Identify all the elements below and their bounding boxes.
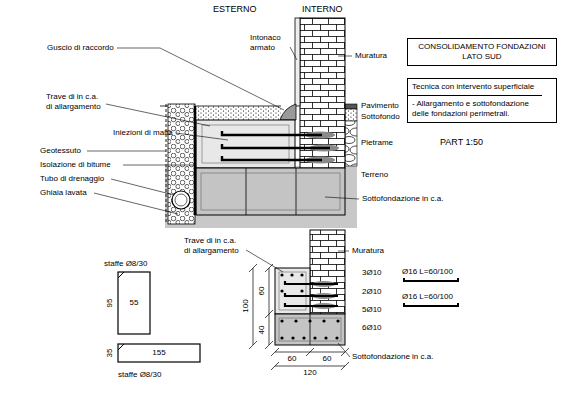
title-box: CONSOLIDAMENTO FONDAZIONI LATO SUD [407, 38, 557, 66]
floor-layer [345, 104, 357, 109]
rebar-dots [280, 273, 339, 339]
underpinning [275, 314, 345, 345]
part-label: Trave di in c.a. di allargamento [46, 92, 104, 112]
rebar-label: 5Ø10 [362, 305, 382, 315]
topsoil [195, 106, 281, 120]
leader-line [246, 250, 283, 272]
cove-fillet [280, 104, 296, 120]
part-label: Pietrame [361, 138, 393, 148]
underpinning-stirrup [201, 173, 340, 210]
dimension-label: 100 [241, 299, 251, 312]
box-heading: Tecnica con intervento superficiale [408, 79, 556, 95]
bar-symbol [404, 278, 458, 281]
part-label: Tubo di drenaggio [40, 174, 104, 184]
side-label: INTERNO [302, 4, 343, 15]
beam-stirrup [279, 272, 306, 310]
dimension-label: 60 [288, 354, 297, 364]
stirrup-label: staffe Ø8/30 [104, 259, 147, 269]
part-label: Terreno [361, 170, 388, 180]
underpinning-stirrup [279, 318, 341, 341]
stone-fill [345, 121, 357, 166]
stirrup-hook [118, 344, 124, 350]
part-label: Ghiaia lavata [40, 188, 87, 198]
stirrup-label: staffe Ø8/30 [118, 370, 161, 380]
leader-line [111, 179, 174, 195]
geotextile [166, 104, 167, 224]
part-label: Iniezioni di malta [113, 128, 173, 138]
leader-line [94, 193, 178, 214]
stirrup-shape [118, 344, 200, 362]
stirrup-shape [118, 272, 150, 334]
leader-line [338, 343, 350, 357]
method-box: Tecnica con intervento superficiale- All… [407, 78, 557, 123]
underpinning-blocks [246, 168, 296, 215]
box-body: - Allargamento e sottofondazione delle f… [408, 95, 542, 122]
dimension-label: 40 [257, 326, 267, 335]
leader-line [338, 56, 352, 57]
rebar-label: Ø16 L=60/100 [402, 292, 453, 302]
part-label: Isolazione di bitume [40, 160, 111, 170]
dimension-label: 95 [105, 299, 115, 308]
dimension-label: 155 [152, 348, 165, 358]
part-label: Trave di in c.a. di allargamento [184, 236, 242, 256]
part-label: Muratura [355, 51, 387, 61]
underpinning-blocks [310, 314, 311, 345]
dimension-line [249, 264, 257, 349]
part-label: Intonaco armato [250, 33, 290, 53]
leader-line [123, 165, 195, 166]
anchor-bars [285, 281, 338, 306]
part-label: Pavimento [361, 101, 399, 111]
leader-line [106, 104, 210, 126]
part-label: Muratura [352, 246, 384, 256]
part-label: Sottofondazione in c.a. [362, 194, 443, 204]
reinforced-plaster [295, 18, 300, 106]
leader-line [290, 47, 297, 60]
masonry-wall [300, 18, 345, 168]
dimension-label: 120 [303, 368, 316, 378]
part-label: Geotessuto [40, 146, 81, 156]
drain-pipe [172, 191, 190, 209]
rebar-label: 2Ø10 [362, 287, 382, 297]
bar-symbol [404, 303, 458, 306]
leader-line [176, 133, 228, 140]
masonry-wall [310, 230, 345, 314]
dimension-label: 60 [323, 354, 332, 364]
rebar-label: 6Ø10 [362, 323, 382, 333]
drain-pipe-inner [175, 194, 187, 206]
leader-line [87, 151, 166, 152]
leader-line [338, 251, 349, 252]
beam-stirrup [202, 125, 289, 163]
leader-line [325, 197, 359, 199]
rebar-label: 3Ø10 [362, 268, 382, 278]
anchor-bars [222, 131, 330, 160]
dimension-label: 60 [257, 287, 267, 296]
dimension-label: 55 [130, 298, 139, 308]
part-label: Sottofondo [361, 112, 400, 122]
dimension-line [265, 264, 273, 349]
dimension-label: 35 [105, 349, 115, 358]
dimension-line [271, 348, 349, 356]
leader-line [117, 48, 284, 110]
part-label: Guscio di raccordo [47, 43, 114, 53]
side-label: ESTERNO [213, 4, 257, 15]
stirrup-hook [118, 272, 124, 278]
box-heading: CONSOLIDAMENTO FONDAZIONI LATO SUD [408, 39, 556, 65]
part-label: Sottofondazione in c.a. [352, 352, 433, 362]
scale-label: PART 1:50 [440, 137, 483, 148]
rebar-label: Ø16 L=60/100 [402, 267, 453, 277]
underpinning [196, 168, 345, 215]
screed-layer [345, 109, 357, 121]
